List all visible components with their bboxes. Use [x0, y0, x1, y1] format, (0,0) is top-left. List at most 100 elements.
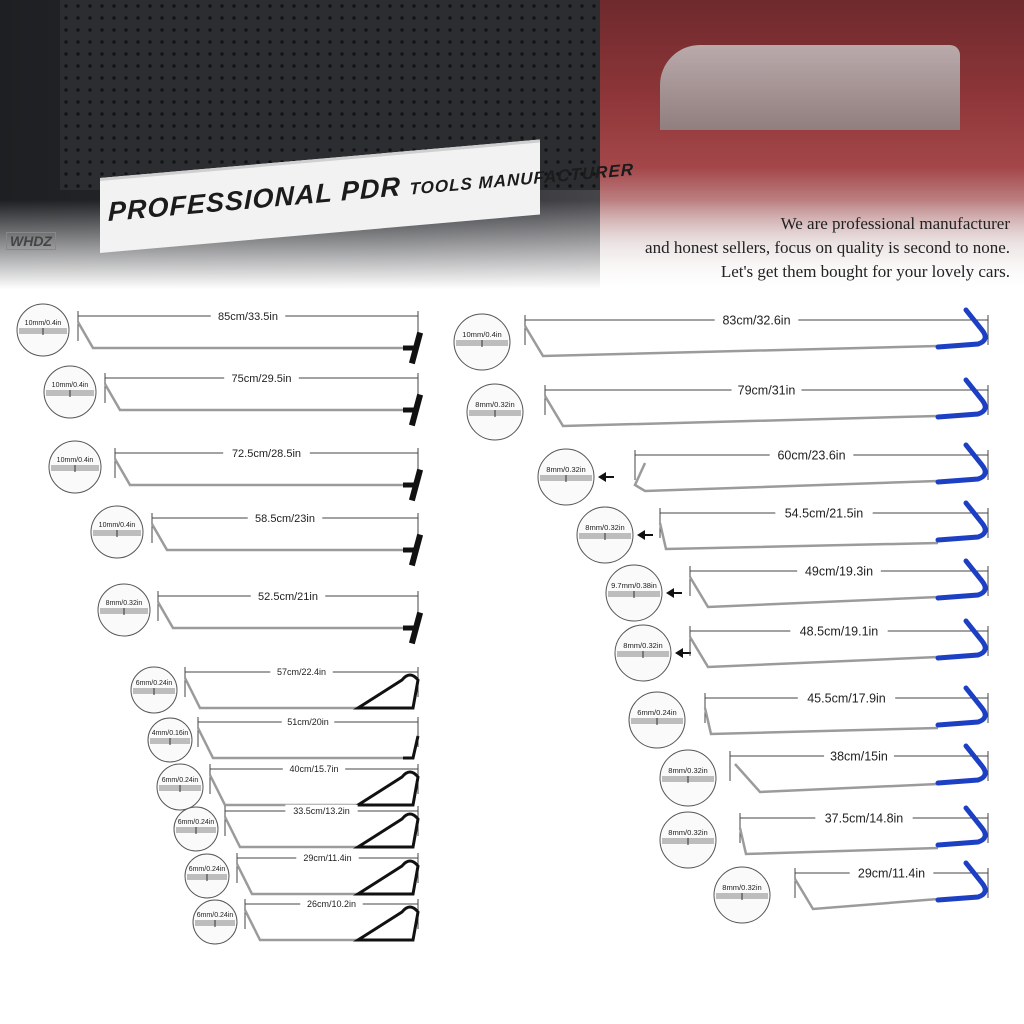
length-label: 72.5cm/28.5in [232, 448, 301, 460]
label-backdrop [224, 370, 299, 385]
right-tool-6: 8mm/0.32in 48.5cm/19.1in [614, 618, 989, 682]
rod [688, 576, 939, 609]
label-backdrop [282, 762, 346, 775]
diameter-label: 10mm/0.4in [99, 522, 136, 529]
diameter-label: 8mm/0.32in [475, 400, 514, 409]
label-backdrop [270, 665, 333, 678]
handle-stem [403, 547, 415, 553]
t-bar-handle [408, 393, 424, 427]
label-backdrop [790, 622, 888, 639]
diameter-label: 6mm/0.24in [178, 819, 215, 826]
hook-handle [403, 735, 420, 760]
label-backdrop [797, 562, 881, 579]
length-label: 26cm/10.2in [307, 899, 356, 909]
diameter-label: 6mm/0.24in [189, 866, 226, 873]
length-label: 45.5cm/17.9in [807, 691, 886, 705]
car-window [660, 45, 960, 130]
rod [658, 522, 939, 551]
rod [183, 677, 403, 710]
hero-banner: PROFESSIONAL PDR TOOLS MANUFACTURER WHDZ… [0, 0, 1024, 305]
length-label: 52.5cm/21in [258, 591, 318, 603]
label-backdrop [714, 311, 799, 328]
right-tool-5: 9.7mm/0.38in 49cm/19.3in [605, 558, 989, 622]
length-label: 83cm/32.6in [722, 313, 790, 327]
diameter-label: 8mm/0.32in [722, 883, 761, 892]
rod [523, 325, 939, 358]
diameter-label: 10mm/0.4in [25, 320, 62, 327]
length-label: 48.5cm/19.1in [800, 624, 879, 638]
diameter-label: 4mm/0.16in [152, 730, 189, 737]
loop-handle [352, 673, 420, 710]
diameter-label: 10mm/0.4in [462, 330, 501, 339]
rod [235, 863, 403, 896]
brand-logo: WHDZ [6, 232, 56, 250]
length-label: 38cm/15in [830, 749, 888, 763]
arrow-icon [675, 648, 683, 658]
rod [223, 816, 403, 849]
rod [156, 601, 403, 630]
diameter-label: 8mm/0.32in [668, 828, 707, 837]
arrow-icon [637, 530, 645, 540]
diameter-label: 8mm/0.32in [106, 600, 143, 607]
diameter-label: 8mm/0.32in [668, 766, 707, 775]
handle-stem [403, 407, 415, 413]
arrow-icon [666, 588, 674, 598]
handle-stem [403, 345, 415, 351]
rod [150, 523, 403, 552]
blue-grip-handle [935, 500, 988, 543]
diameter-label: 9.7mm/0.38in [611, 581, 657, 590]
length-label: 54.5cm/21.5in [785, 506, 864, 520]
length-label: 37.5cm/14.8in [825, 811, 904, 825]
rod [543, 395, 939, 428]
t-bar-handle [408, 611, 424, 645]
rod [208, 774, 403, 807]
handle-stem [403, 625, 415, 631]
length-label: 33.5cm/13.2in [293, 806, 350, 816]
diameter-label: 8mm/0.32in [623, 641, 662, 650]
tagline-line-2: and honest sellers, focus on quality is … [645, 238, 1010, 257]
blue-grip-handle [935, 805, 988, 848]
label-backdrop [247, 510, 323, 525]
t-bar-handle [408, 468, 424, 502]
label-backdrop [223, 445, 310, 460]
tagline-line-1: We are professional manufacturer [780, 214, 1010, 233]
label-backdrop [250, 588, 326, 603]
blue-grip-handle [935, 860, 988, 903]
diameter-label: 6mm/0.24in [197, 912, 234, 919]
label-backdrop [296, 851, 359, 864]
label-backdrop [775, 504, 873, 521]
rod [113, 458, 403, 487]
length-label: 49cm/19.3in [805, 564, 873, 578]
blue-grip-handle [935, 743, 988, 786]
rod [688, 636, 939, 669]
t-bar-handle [408, 533, 424, 567]
length-label: 85cm/33.5in [218, 311, 278, 323]
diameter-label: 6mm/0.24in [637, 708, 676, 717]
handle-stem [403, 482, 415, 488]
blue-grip-handle [935, 558, 988, 601]
blue-grip-handle [935, 442, 988, 485]
label-backdrop [849, 864, 934, 881]
arrow-icon [598, 472, 606, 482]
label-backdrop [731, 381, 802, 398]
length-label: 57cm/22.4in [277, 667, 326, 677]
rod [703, 707, 939, 736]
loop-handle [352, 859, 420, 896]
label-backdrop [769, 446, 854, 463]
left-tool-5: 8mm/0.32in 52.5cm/21in [97, 583, 424, 645]
length-label: 58.5cm/23in [255, 513, 315, 525]
label-backdrop [281, 715, 335, 728]
blue-grip-handle [935, 377, 988, 420]
label-backdrop [815, 809, 913, 826]
label-backdrop [797, 689, 896, 706]
rod [793, 878, 939, 911]
